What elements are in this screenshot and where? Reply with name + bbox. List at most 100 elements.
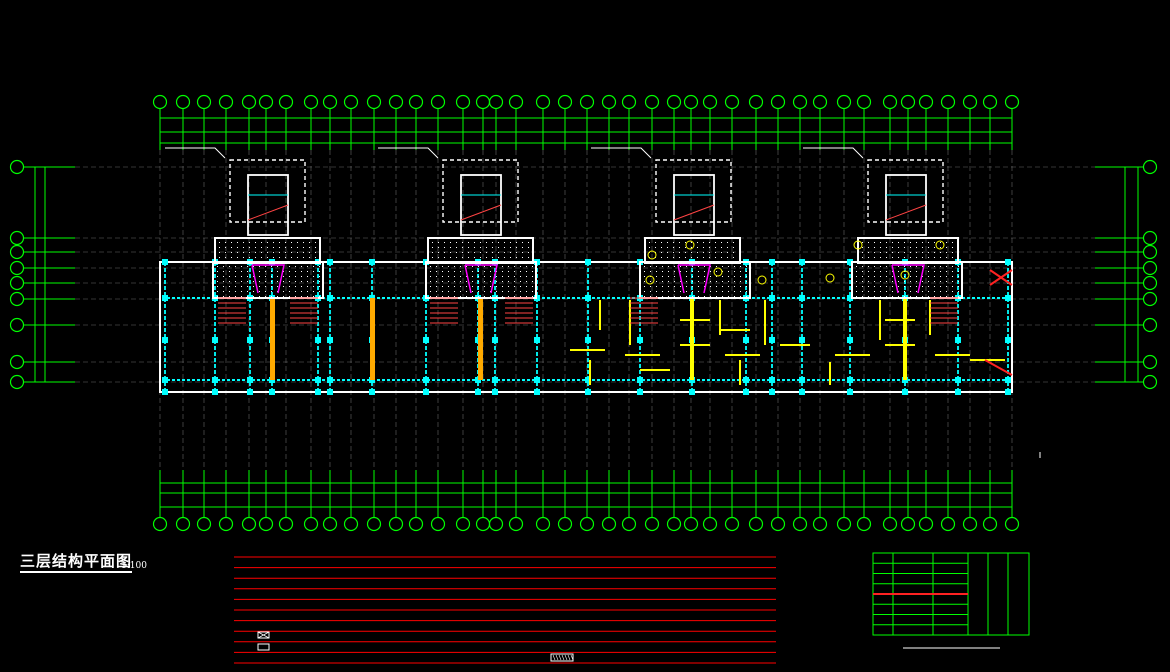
hatch-dot	[492, 257, 493, 258]
hatch-dot	[277, 281, 278, 282]
hatch-dot	[277, 296, 278, 297]
hatch-dot	[472, 291, 473, 292]
hatch-dot	[667, 242, 668, 243]
hatch-dot	[271, 286, 272, 287]
orange-column	[270, 298, 275, 380]
hatch-dot	[952, 266, 953, 267]
axis-bubble	[557, 516, 573, 532]
hatch-dot	[309, 252, 310, 253]
hatch-dot	[868, 291, 869, 292]
hatch-dot	[892, 271, 893, 272]
hatch-dot	[668, 281, 669, 282]
hatch-dot	[880, 247, 881, 248]
hatch-dot	[874, 286, 875, 287]
hatch-dot	[283, 276, 284, 277]
hatch-dot	[644, 296, 645, 297]
hatch-dot	[315, 252, 316, 253]
hatch-dot	[502, 281, 503, 282]
hatch-dot	[319, 276, 320, 277]
tower-outline	[655, 159, 732, 223]
hatch-dot	[880, 271, 881, 272]
column	[162, 295, 168, 301]
hatch-dot	[223, 271, 224, 272]
hatch-dot	[438, 252, 439, 253]
hatch-dot	[661, 257, 662, 258]
hatch-dot	[886, 291, 887, 292]
legend-hatch-line	[567, 654, 571, 661]
hatch-dot	[868, 271, 869, 272]
tower-core	[885, 174, 927, 236]
hatch-dot	[438, 247, 439, 248]
hatch-dot	[716, 291, 717, 292]
axis-bubble	[9, 230, 25, 246]
hatch-dot	[307, 276, 308, 277]
hatch-dot	[253, 276, 254, 277]
hatch-dot	[241, 271, 242, 272]
hatch-dot	[686, 266, 687, 267]
hatch-dot	[438, 242, 439, 243]
hatch-dot	[692, 291, 693, 292]
column	[769, 295, 775, 301]
hatch-dot	[667, 252, 668, 253]
tower-core	[460, 174, 502, 236]
hatch-dot	[247, 266, 248, 267]
hatch-dot	[301, 291, 302, 292]
hatch-dot	[430, 291, 431, 292]
hatch-dot	[520, 271, 521, 272]
hatch-dot	[856, 271, 857, 272]
column	[247, 389, 253, 395]
hatch-dot	[880, 286, 881, 287]
axis-bubble	[940, 516, 956, 532]
hatch-dot	[472, 281, 473, 282]
hatch-dot	[674, 271, 675, 272]
hatch-dot	[716, 266, 717, 267]
axis-bubble	[557, 94, 573, 110]
detail-mark	[984, 269, 1013, 376]
hatch-dot	[217, 296, 218, 297]
hatch-dot	[709, 247, 710, 248]
hatch-dot	[502, 291, 503, 292]
axis-bubble	[241, 94, 257, 110]
hatch-dot	[892, 276, 893, 277]
hatch-dot	[231, 247, 232, 248]
hatch-dot	[285, 252, 286, 253]
hatch-dot	[241, 296, 242, 297]
column	[1005, 259, 1011, 265]
hatch-dot	[478, 271, 479, 272]
hatch-dot	[532, 281, 533, 282]
hatch-dot	[934, 286, 935, 287]
hatch-dot	[510, 247, 511, 248]
hatch-dot	[656, 271, 657, 272]
hatch-dot	[508, 266, 509, 267]
hatch-dot	[271, 276, 272, 277]
hatch-dot	[940, 252, 941, 253]
hatch-dot	[910, 296, 911, 297]
hatch-dot	[874, 252, 875, 253]
column	[1005, 389, 1011, 395]
hatch-dot	[265, 276, 266, 277]
hatch-dot	[704, 271, 705, 272]
hatch-dot	[715, 252, 716, 253]
hatch-dot	[940, 247, 941, 248]
column	[637, 337, 643, 343]
hatch-dot	[746, 276, 747, 277]
hatch-dot	[235, 271, 236, 272]
hatch-dot	[456, 257, 457, 258]
hatch-dot	[886, 242, 887, 243]
hatch-dot	[650, 291, 651, 292]
hatch-dot	[958, 286, 959, 287]
hatch-dot	[916, 266, 917, 267]
hatch-dot	[502, 296, 503, 297]
hatch-dot	[952, 242, 953, 243]
hatch-dot	[450, 257, 451, 258]
hatch-dot	[698, 286, 699, 287]
hatch-dot	[219, 252, 220, 253]
hatch-dot	[709, 252, 710, 253]
hatch-dot	[319, 266, 320, 267]
hatch-dot	[721, 242, 722, 243]
axis-bubble	[982, 516, 998, 532]
hatch-dot	[692, 266, 693, 267]
axis-bubble	[1142, 275, 1158, 291]
hatch-dot	[237, 257, 238, 258]
